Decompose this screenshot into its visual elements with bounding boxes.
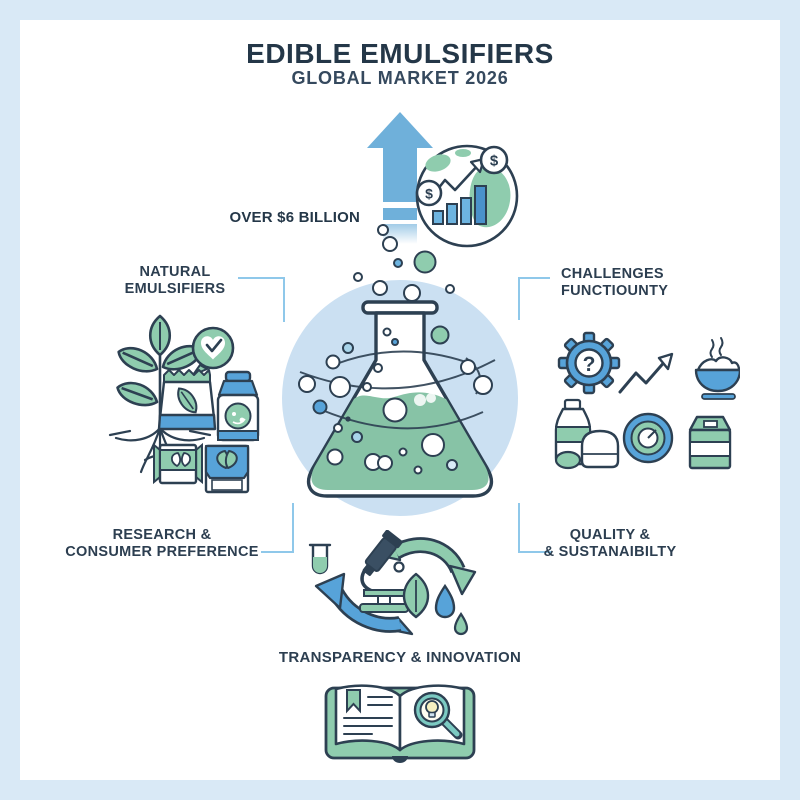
leaf-icon [402, 572, 430, 619]
page-title: EDIBLE EMULSIFIERS [246, 38, 554, 69]
leaf-pack-blue-icon [204, 444, 250, 494]
page-subtitle: GLOBAL MARKET 2026 [291, 68, 509, 88]
water-drops-icon [434, 583, 469, 636]
trend-up-arrow-icon [618, 352, 674, 394]
label-natural-emulsifiers: NATURAL EMULSIFIERS [124, 264, 226, 297]
text-lines [343, 696, 393, 735]
dollar-coin-icon: $ [479, 145, 509, 175]
dollar-coin-icon: $ [415, 179, 443, 207]
heart-check-bubble-icon [190, 326, 235, 378]
pouch-pack-icon [157, 369, 217, 431]
bookmark [346, 689, 361, 714]
label-research-consumer-preference: RESEARCH & CONSUMER PREFERENCE [65, 527, 259, 560]
bracket-top-right [518, 277, 550, 320]
label-transparency-innovation: TRANSPARENCY & INNOVATION [278, 649, 522, 666]
bracket-bottom-right [518, 503, 551, 553]
global-market-chart-icon: $ $ [415, 144, 519, 248]
gear-question-icon: ? [557, 331, 621, 395]
bracket-top-left [238, 277, 285, 322]
gauge-dial-icon [622, 412, 674, 464]
test-tube-icon [308, 543, 332, 575]
growth-arrow-segment [383, 208, 417, 220]
challenges-icons: ? [554, 331, 740, 470]
bar-chart [432, 185, 487, 225]
magnifier-lightbulb [413, 691, 463, 740]
microscope-icon [359, 530, 409, 613]
open-book-magnifier-icon [324, 684, 476, 763]
market-value-label: OVER $6 BILLION [229, 209, 360, 226]
flask-liquid [311, 392, 489, 490]
svg-text:$: $ [425, 186, 433, 202]
leaf-pack-small-icon [153, 442, 203, 485]
bracket-bottom-left [261, 503, 294, 553]
ingredient-jar-icon [216, 370, 260, 442]
milk-carton-icon [688, 415, 732, 470]
emulsion-flask-icon [282, 224, 518, 516]
transparency-innovation-icons [308, 530, 477, 636]
hot-bowl-icon [694, 337, 740, 400]
bottle-and-bread-icon [554, 398, 620, 470]
svg-text:$: $ [490, 153, 499, 170]
growth-arrow-icon [367, 112, 433, 148]
cycle-arrow-blue-icon [314, 572, 414, 636]
label-quality-sustainability: QUALITY & & SUSTANAIBILTY [543, 527, 677, 560]
natural-emulsifiers-icons [108, 314, 260, 494]
growth-arrow-body [383, 147, 417, 202]
svg-text:?: ? [583, 353, 596, 376]
label-challenges-functionality: CHALLENGES FUNCTIOUNTY [561, 266, 669, 299]
bubbles [298, 224, 493, 475]
